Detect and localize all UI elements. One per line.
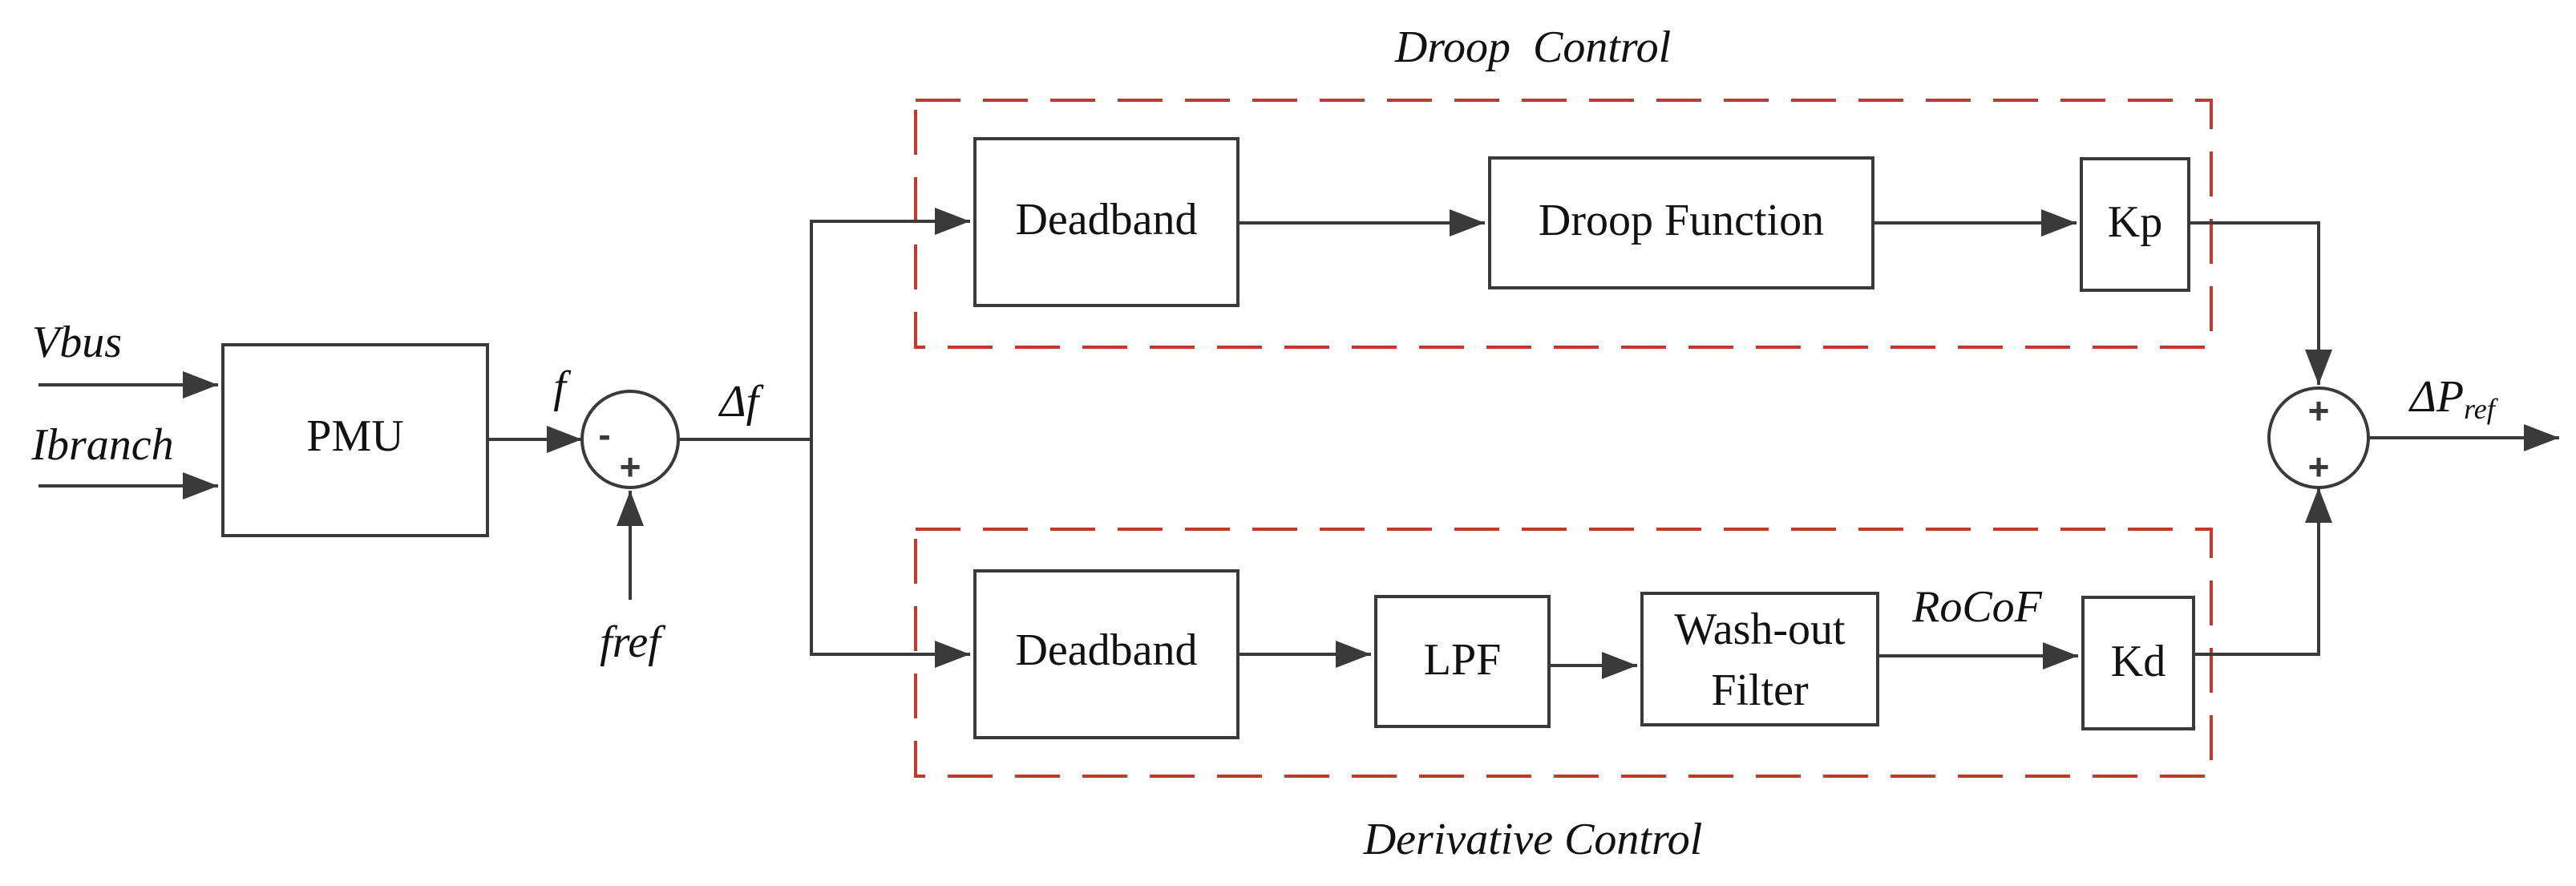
derivative-control-title: Derivative Control: [1363, 815, 1703, 864]
kp-gain-block: [2080, 157, 2190, 292]
washout-label-line2: Filter: [1711, 666, 1809, 715]
ibranch-label: Ibranch: [30, 420, 173, 470]
kp-label: Kp: [2108, 197, 2162, 247]
washout-filter-block: [1640, 592, 1879, 726]
delta-f-label: Δf: [718, 377, 765, 427]
kp-to-output-sum-wire: [2189, 221, 2332, 385]
pmu-block: [221, 343, 489, 537]
fref-label: fref: [600, 617, 666, 667]
vbus-label: Vbus: [32, 318, 122, 367]
rocof-label: RoCoF: [1911, 582, 2043, 632]
lpf-label: LPF: [1424, 635, 1502, 685]
f-signal-label: f: [553, 362, 572, 412]
pmu-label: PMU: [306, 411, 403, 461]
output-plus-sign-bottom: +: [2308, 446, 2330, 488]
lpf-block: [1374, 595, 1551, 728]
kd-to-output-sum-wire: [2194, 488, 2332, 656]
deadband-block-top: [973, 137, 1239, 307]
delta-p-subscript: ref: [2464, 393, 2499, 425]
kd-gain-block: [2081, 596, 2195, 730]
deadband-block-bottom: [973, 569, 1239, 739]
delta-p-main: ΔP: [2408, 372, 2464, 422]
kd-label: Kd: [2111, 637, 2166, 686]
output-plus-sign-top: +: [2308, 390, 2330, 431]
error-plus-sign: +: [620, 446, 641, 488]
delta-p-ref-label: ΔPref: [2408, 372, 2499, 425]
droop-function-label: Droop Function: [1539, 196, 1824, 245]
washout-label-line1: Wash-out: [1674, 605, 1846, 654]
deadband-label-bottom: Deadband: [1015, 625, 1197, 675]
deadband-label-top: Deadband: [1015, 195, 1197, 245]
branch-wire-top: [810, 208, 970, 439]
error-minus-sign: -: [598, 414, 610, 455]
droop-control-title: Droop Control: [1394, 22, 1671, 72]
branch-wire-bottom: [810, 439, 970, 668]
